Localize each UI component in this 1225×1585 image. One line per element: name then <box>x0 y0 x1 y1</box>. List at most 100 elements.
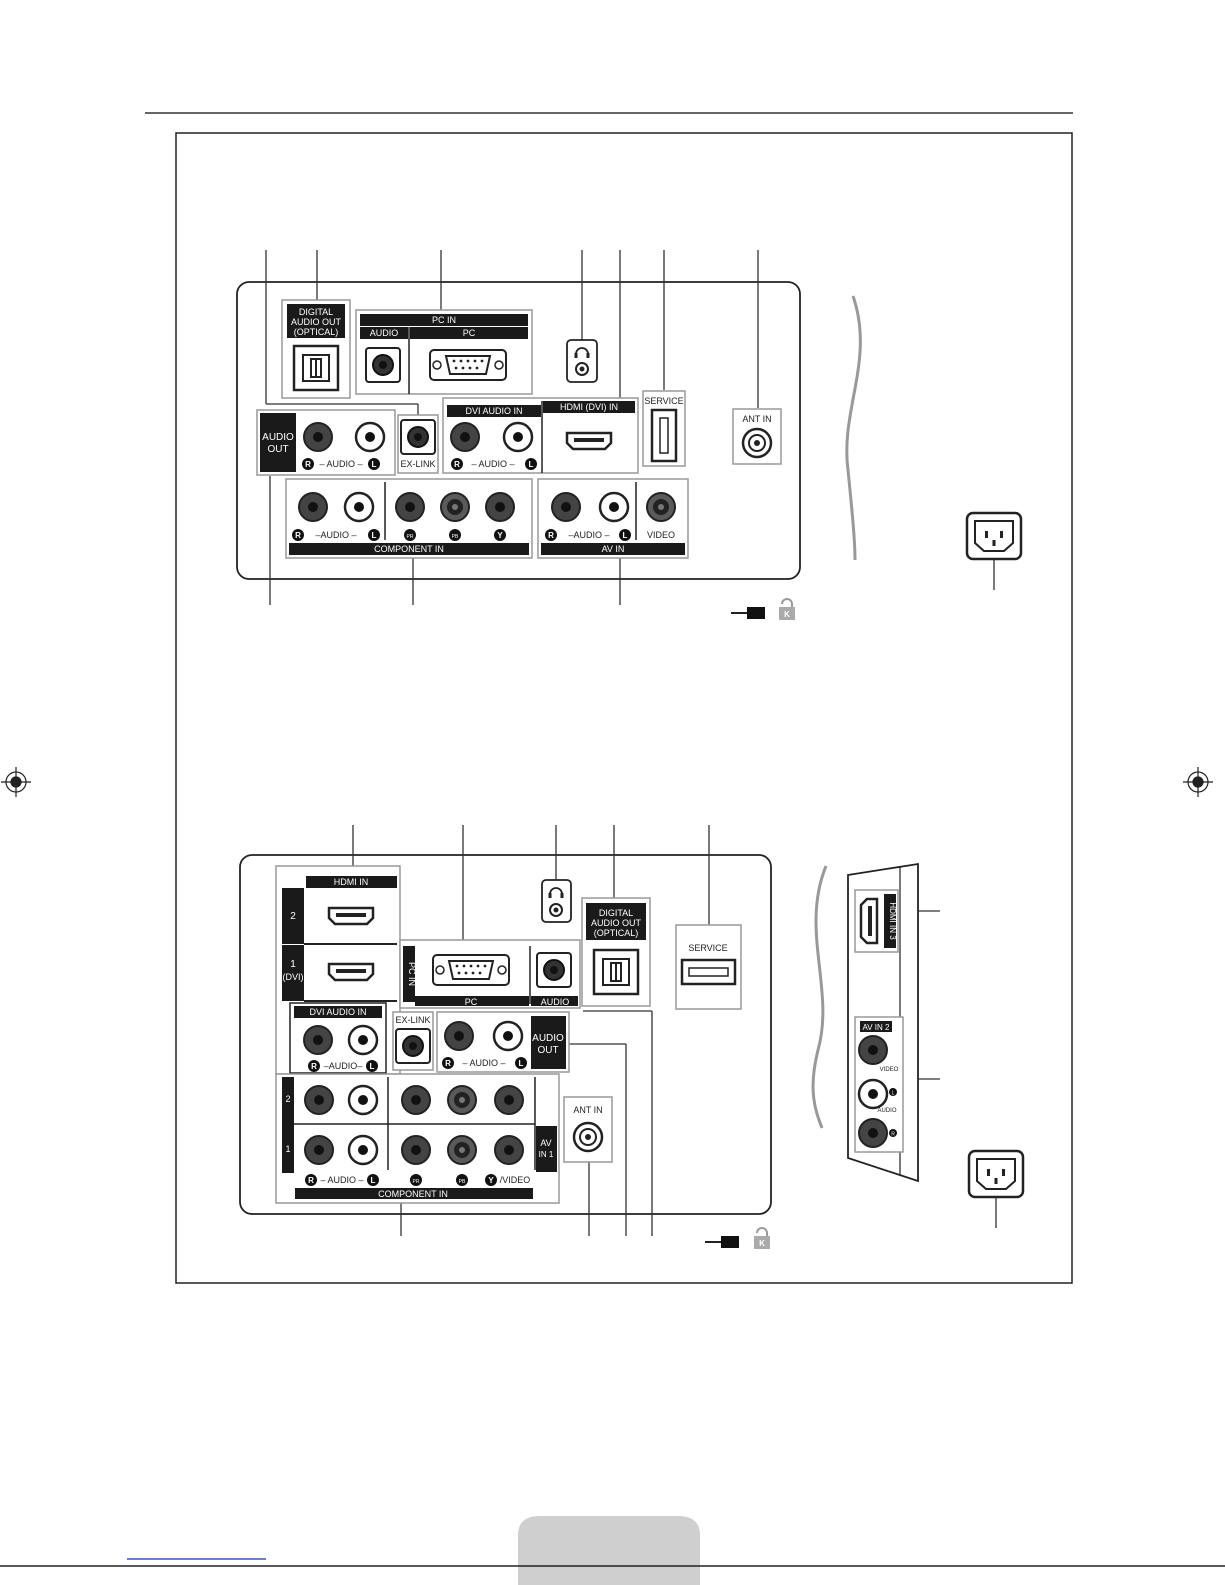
top-tv-edge-curve <box>845 295 862 561</box>
bottom-dvi-audio-in-label: DVI AUDIO IN <box>309 1007 366 1017</box>
bottom-ant-in: ANT IN <box>563 1096 613 1163</box>
bottom-kensington-lock: K <box>705 1227 770 1249</box>
side-l-jack-icon[interactable] <box>857 1078 889 1110</box>
top-component-pb: PB <box>452 534 459 540</box>
kensington-lock-icon <box>779 607 795 620</box>
component-audio-l-jack-icon[interactable] <box>343 491 375 523</box>
bottom-kensington-k: K <box>759 1239 765 1248</box>
comp2-r-jack-icon[interactable] <box>304 1085 334 1115</box>
bottom-digital-audio-out: DIGITAL AUDIO OUT (OPTICAL) <box>581 897 651 1007</box>
comp2-pr-jack-icon[interactable] <box>401 1085 431 1115</box>
bottom-pc-audio-jack-icon[interactable] <box>536 952 572 988</box>
service-port-icon[interactable] <box>659 417 669 454</box>
bottom-optical-port-icon[interactable] <box>592 948 640 996</box>
top-dvi-r: R <box>454 460 460 469</box>
audio-out-l-jack-icon[interactable] <box>354 421 386 453</box>
side-hdmi-3-port-icon[interactable] <box>859 897 879 945</box>
comp1-pr-jack-icon[interactable] <box>401 1135 431 1165</box>
bottom-audio-out-label-1: AUDIO <box>532 1033 564 1044</box>
top-connector-panel: DIGITAL AUDIO OUT (OPTICAL) PC IN AUDIO … <box>236 250 995 620</box>
bottom-audio-out-r-jack-icon[interactable] <box>444 1021 474 1051</box>
comp1-l-jack-icon[interactable] <box>347 1134 379 1166</box>
side-r-label: R <box>891 1132 895 1138</box>
bottom-component-title: COMPONENT IN <box>378 1189 448 1199</box>
av-video-jack-icon[interactable] <box>646 492 676 522</box>
vga-port-icon[interactable] <box>429 349 507 381</box>
side-audio-label: AUDIO <box>877 1108 896 1114</box>
top-headphone-jack <box>566 339 598 383</box>
optical-port-icon[interactable] <box>292 344 340 392</box>
comp1-r-jack-icon[interactable] <box>304 1135 334 1165</box>
comp2-y-jack-icon[interactable] <box>494 1085 524 1115</box>
top-digital-audio-out-label-1: DIGITAL <box>299 307 333 317</box>
registration-mark-left-icon <box>1 767 31 797</box>
side-l-label: L <box>892 1091 895 1097</box>
top-av-r: R <box>548 531 554 540</box>
bottom-audio-out: AUDIO OUT R – AUDIO – L <box>436 1011 570 1073</box>
side-video-jack-icon[interactable] <box>858 1035 888 1065</box>
bottom-hdmi-in: HDMI IN 2 1 (DVI) DVI AUDIO IN R –AUDIO–… <box>275 865 401 1075</box>
top-callout-lines <box>265 250 995 605</box>
bottom-ex-link-port-icon[interactable] <box>395 1028 431 1064</box>
content-frame <box>175 132 1073 1284</box>
bottom-power-socket-icon[interactable] <box>967 1149 1025 1199</box>
dvi-audio-r-jack-icon[interactable] <box>450 422 480 452</box>
top-audio-out-l: L <box>372 460 377 469</box>
bottom-pc-audio-label: AUDIO <box>541 997 570 1007</box>
hdmi-port-icon[interactable] <box>565 431 613 451</box>
bottom-audio-out-r: R <box>445 1059 451 1068</box>
top-kensington-lock: K <box>731 598 795 620</box>
component-y-jack-icon[interactable] <box>485 492 515 522</box>
audio-out-r-jack-icon[interactable] <box>303 422 333 452</box>
bottom-kensington-lock-icon <box>754 1236 770 1249</box>
bottom-dvi-l-jack-icon[interactable] <box>347 1024 379 1056</box>
side-connector-panel: HDMI IN 3 AV IN 2 VIDEO L AUDIO R <box>847 862 919 1183</box>
bottom-service-port-icon[interactable] <box>688 967 729 977</box>
top-ant-in: ANT IN <box>732 408 782 465</box>
top-component-pr: PR <box>407 534 414 540</box>
component-audio-r-jack-icon[interactable] <box>298 492 328 522</box>
bottom-pc-in-vertical: PC IN <box>407 962 417 986</box>
top-ex-link: EX-LINK <box>397 414 439 474</box>
bottom-digital-audio-out-label-2: AUDIO OUT <box>591 918 642 928</box>
component-pb-jack-icon[interactable] <box>440 492 470 522</box>
top-audio-out-r: R <box>305 460 311 469</box>
top-digital-audio-out: DIGITAL AUDIO OUT (OPTICAL) <box>281 299 351 399</box>
top-component-in: R –AUDIO – L PR PB Y COMPONENT IN <box>285 478 533 559</box>
comp1-y-video-jack-icon[interactable] <box>494 1135 524 1165</box>
av-audio-r-jack-icon[interactable] <box>551 492 581 522</box>
comp1-pb-jack-icon[interactable] <box>447 1135 477 1165</box>
bottom-component-pr: PR <box>413 1179 420 1185</box>
bottom-headphone-jack <box>541 879 572 923</box>
bottom-pc-in: PC IN PC AUDIO <box>399 939 581 1009</box>
side-av-in-2-label: AV IN 2 <box>863 1023 891 1032</box>
bottom-hdmi-1-dvi-label: (DVI) <box>283 972 304 982</box>
hdmi-1-port-icon[interactable] <box>327 962 375 982</box>
top-av-in-title: AV IN <box>602 544 625 554</box>
bottom-audio-out-l-jack-icon[interactable] <box>492 1020 524 1052</box>
dvi-audio-l-jack-icon[interactable] <box>502 421 534 453</box>
top-av-in: R –AUDIO – L VIDEO AV IN <box>537 478 689 559</box>
comp2-l-jack-icon[interactable] <box>347 1084 379 1116</box>
bottom-component-video: /VIDEO <box>500 1175 531 1185</box>
bottom-dvi-l: L <box>370 1062 375 1071</box>
bottom-vga-port-icon[interactable] <box>432 954 510 986</box>
top-av-audio: –AUDIO – <box>568 530 609 540</box>
hdmi-2-port-icon[interactable] <box>327 906 375 926</box>
ex-link-port-icon[interactable] <box>400 419 436 455</box>
bottom-pc-label: PC <box>465 997 478 1007</box>
component-pr-jack-icon[interactable] <box>395 492 425 522</box>
bottom-service-label: SERVICE <box>688 943 727 953</box>
bottom-component-y: Y <box>488 1176 494 1185</box>
pc-audio-jack-icon[interactable] <box>365 347 401 383</box>
bottom-dvi-r-jack-icon[interactable] <box>303 1025 333 1055</box>
side-r-jack-icon[interactable] <box>858 1118 888 1148</box>
av-audio-l-jack-icon[interactable] <box>598 491 630 523</box>
comp2-pb-jack-icon[interactable] <box>447 1085 477 1115</box>
bottom-component-audio: – AUDIO – <box>320 1175 363 1185</box>
top-power-socket-icon[interactable] <box>965 511 1023 561</box>
top-ant-in-label: ANT IN <box>742 414 771 424</box>
bottom-av-in-1-label-2: IN 1 <box>539 1150 554 1159</box>
bottom-audio-out-label-2: OUT <box>537 1045 558 1056</box>
bottom-hdmi-1-label: 1 <box>290 959 296 970</box>
